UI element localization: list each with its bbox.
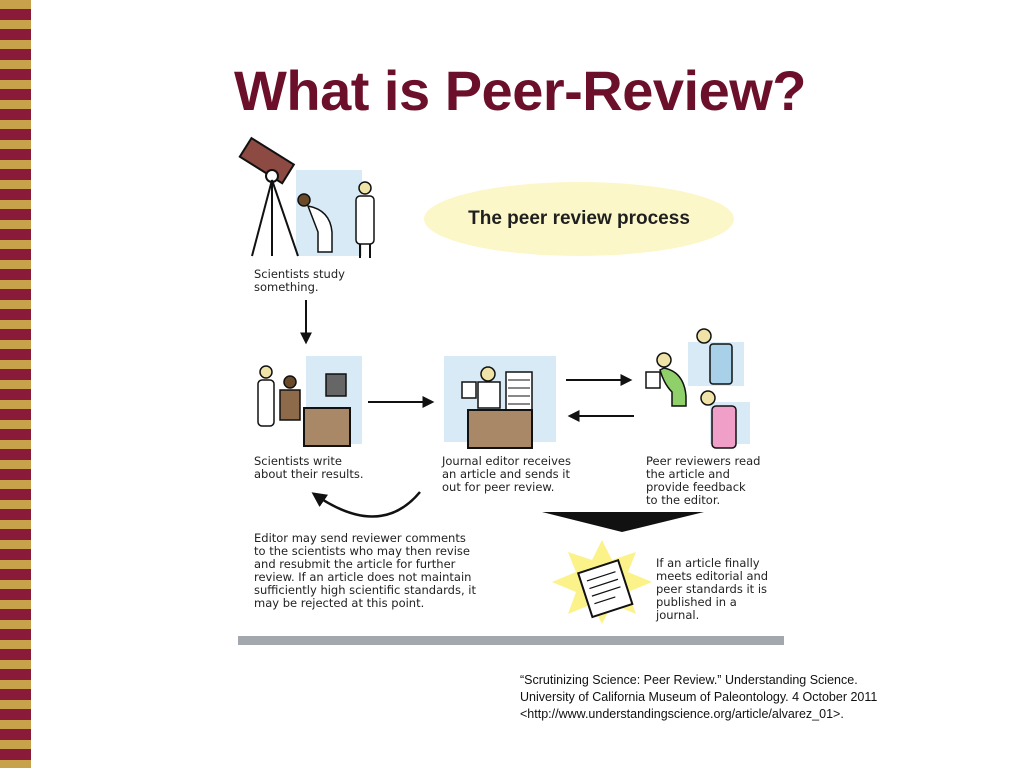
- process-heading: The peer review process: [468, 208, 690, 229]
- citation-line-3[interactable]: <http://www.understandingscience.org/art…: [520, 707, 844, 721]
- scientists-write-illustration: [257, 356, 362, 447]
- slide-title: What is Peer-Review?: [234, 59, 806, 122]
- citation: “Scrutinizing Science: Peer Review.” Und…: [520, 672, 940, 723]
- publish-pointer: [542, 512, 704, 532]
- caption-editor: Journal editor receives an article and s…: [442, 454, 571, 494]
- published-journal-icon: [552, 540, 652, 624]
- peer-reviewers-illustration: [645, 328, 750, 449]
- decorative-side-stripe: [0, 0, 31, 768]
- caption-revise: Editor may send reviewer comments to the…: [254, 531, 476, 610]
- caption-reviewers: Peer reviewers read the article and prov…: [646, 454, 761, 507]
- scientists-study-illustration: [238, 136, 375, 258]
- caption-publish: If an article finally meets editorial an…: [656, 556, 769, 622]
- peer-review-diagram: [238, 136, 750, 624]
- diagram-bottom-rule: [238, 636, 784, 645]
- citation-line-2: University of California Museum of Paleo…: [520, 690, 878, 704]
- journal-editor-illustration: [444, 356, 556, 449]
- citation-line-1: “Scrutinizing Science: Peer Review.” Und…: [520, 673, 858, 687]
- arrow-return-to-scientists: [311, 491, 421, 518]
- process-heading-bubble: The peer review process: [424, 182, 734, 256]
- caption-study: Scientists study something.: [254, 267, 345, 294]
- caption-write: Scientists write about their results.: [254, 454, 364, 481]
